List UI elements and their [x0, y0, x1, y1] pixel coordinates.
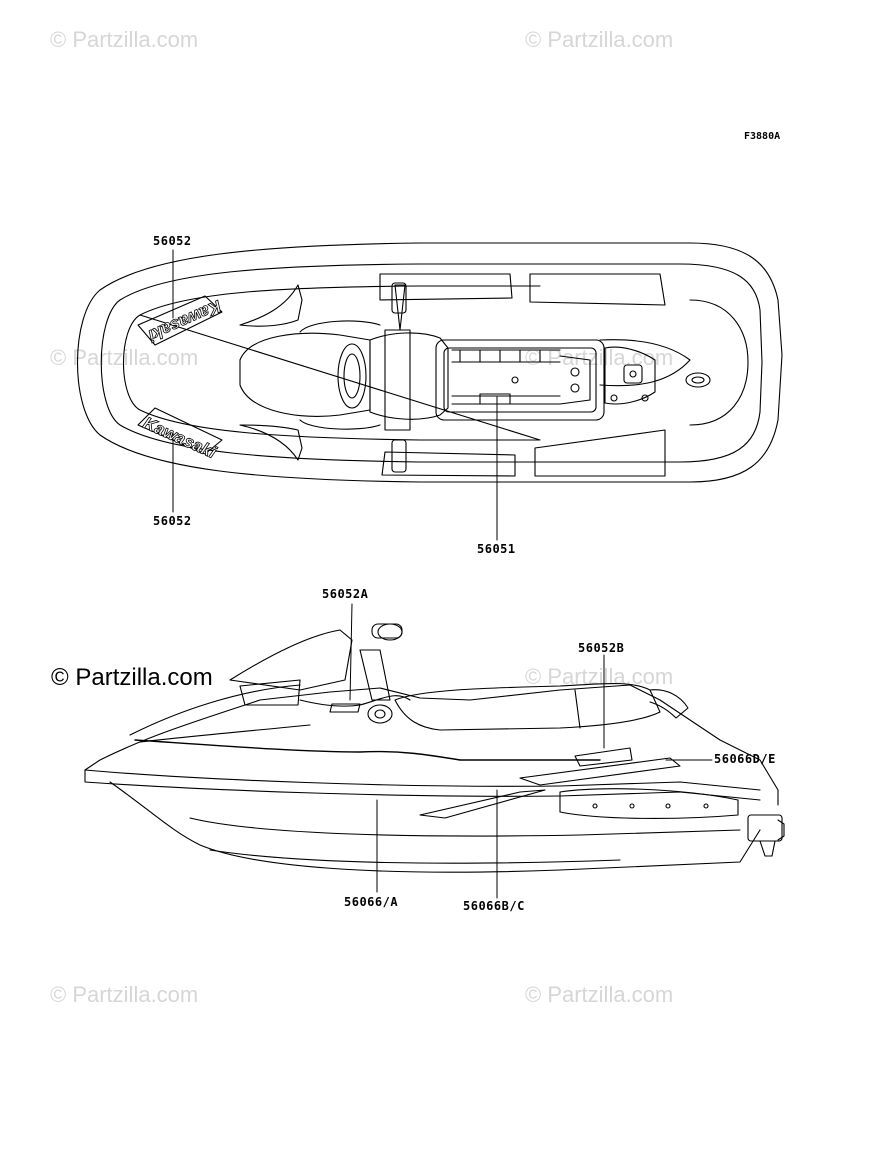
- watermark-bottom-right: © Partzilla.com: [525, 982, 674, 1007]
- watermark-lower-right: © Partzilla.com: [525, 664, 674, 689]
- callout-56052-lower: 56052: [153, 514, 192, 528]
- callout-56051: 56051: [477, 542, 516, 556]
- top-view-jetski: [76, 242, 783, 483]
- callout-56052-upper: 56052: [153, 234, 192, 248]
- side-view-jetski: [84, 623, 785, 873]
- callout-56066de: 56066D/E: [714, 752, 776, 766]
- watermark-bottom-left: © Partzilla.com: [50, 982, 199, 1007]
- kawasaki-decal-upper: Kawasaki: [144, 296, 224, 345]
- watermark-prominent: © Partzilla.com: [49, 664, 215, 692]
- watermark-top-left: © Partzilla.com: [50, 27, 199, 52]
- callout-56066bc: 56066B/C: [463, 899, 525, 913]
- callout-56066a: 56066/A: [344, 895, 399, 909]
- callout-56052b: 56052B: [578, 641, 625, 655]
- watermark-mid-right: © Partzilla.com: [525, 345, 674, 370]
- callout-56052a: 56052A: [322, 587, 369, 601]
- watermark-top-right: © Partzilla.com: [525, 27, 674, 52]
- leader-lines: [172, 249, 713, 899]
- figure-id: F3880A: [744, 131, 781, 142]
